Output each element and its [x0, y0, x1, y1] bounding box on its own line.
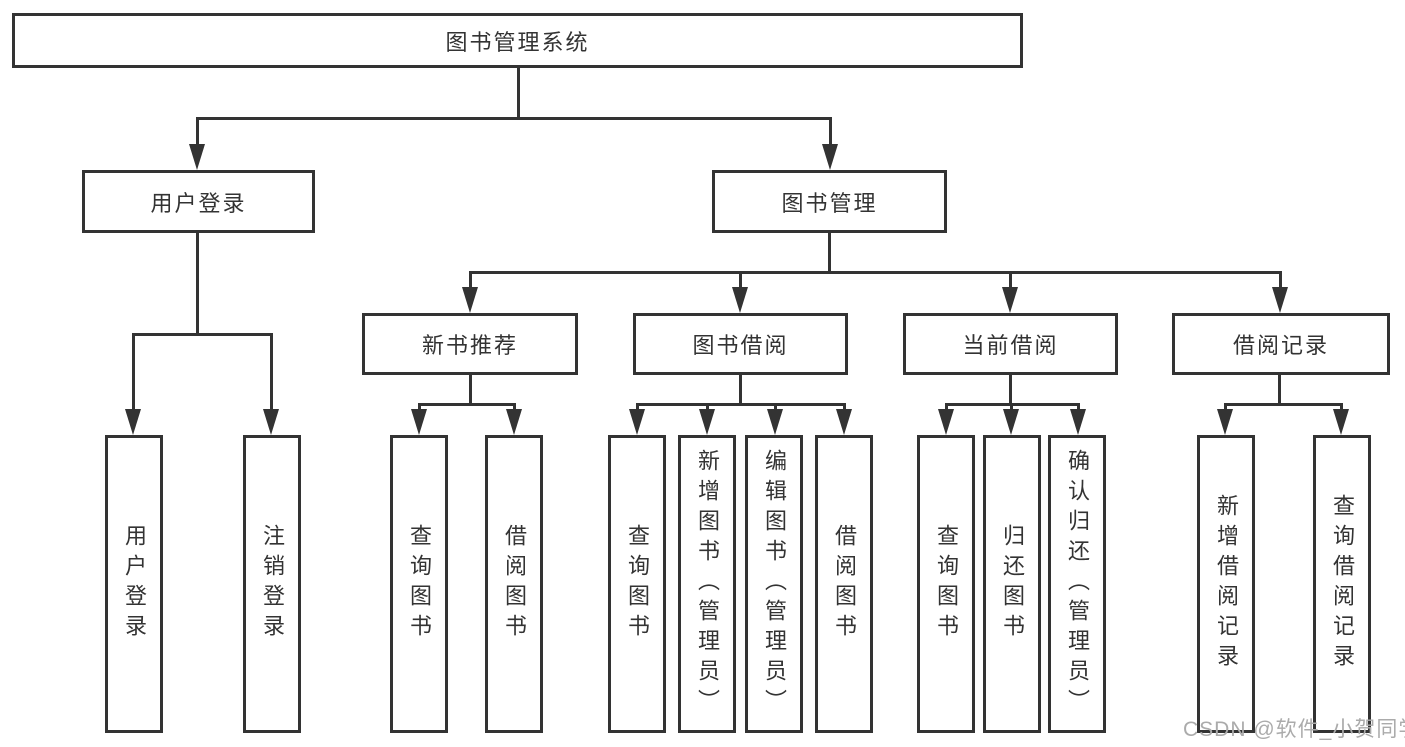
node-current-borrowing: 当前借阅: [903, 313, 1118, 375]
leaf-label: 新增借阅记录: [1214, 494, 1239, 674]
leaf-logout: 注销登录: [243, 435, 301, 733]
arrow-down: [732, 287, 748, 313]
leaf-query-books-current: 查询图书: [917, 435, 975, 733]
arrow-down: [462, 287, 478, 313]
connector-line: [636, 403, 639, 411]
node-new-book-recommendation: 新书推荐: [362, 313, 578, 375]
connector-line: [196, 233, 199, 336]
leaf-edit-book-admin: 编辑图书（管理员）: [745, 435, 803, 733]
node-library-management-system: 图书管理系统: [12, 13, 1023, 68]
leaf-query-books-borrowing: 查询图书: [608, 435, 666, 733]
connector-line: [513, 403, 516, 411]
arrow-down: [699, 409, 715, 435]
node-label: 用户登录: [150, 190, 247, 216]
leaf-label: 借阅图书: [832, 524, 857, 644]
connector-line: [132, 333, 135, 410]
connector-line: [1009, 375, 1012, 405]
connector-line: [1279, 271, 1282, 289]
leaf-label: 查询图书: [407, 524, 432, 644]
leaf-return-books: 归还图书: [983, 435, 1041, 733]
node-borrowing-records: 借阅记录: [1172, 313, 1390, 375]
connector-line: [843, 403, 846, 411]
connector-line: [706, 403, 709, 411]
connector-line: [418, 403, 516, 406]
leaf-borrow-books-borrowing: 借阅图书: [815, 435, 873, 733]
arrow-down: [1272, 287, 1288, 313]
arrow-down: [1333, 409, 1349, 435]
leaf-label: 借阅图书: [502, 524, 527, 644]
leaf-borrow-books-recommend: 借阅图书: [485, 435, 543, 733]
leaf-query-borrow-record: 查询借阅记录: [1313, 435, 1371, 733]
leaf-label: 编辑图书（管理员）: [762, 449, 787, 719]
connector-line: [270, 333, 273, 410]
connector-line: [418, 403, 421, 411]
arrow-down: [836, 409, 852, 435]
node-label: 当前借阅: [962, 333, 1059, 358]
node-label: 图书借阅: [692, 333, 789, 358]
connector-line: [828, 233, 831, 273]
connector-line: [774, 403, 777, 411]
leaf-user-login: 用户登录: [105, 435, 163, 733]
leaf-label: 归还图书: [1000, 524, 1025, 644]
connector-line: [739, 375, 742, 405]
arrow-down: [1002, 287, 1018, 313]
leaf-label: 新增图书（管理员）: [695, 449, 720, 719]
leaf-label: 确认归还（管理员）: [1065, 449, 1090, 719]
arrow-down: [506, 409, 522, 435]
arrow-down: [411, 409, 427, 435]
connector-line: [829, 117, 832, 147]
connector-line: [945, 403, 948, 411]
connector-line: [132, 333, 273, 336]
connector-line: [1278, 375, 1281, 405]
node-book-management: 图书管理: [712, 170, 947, 233]
connector-line: [196, 117, 832, 120]
connector-line: [636, 403, 846, 406]
connector-line: [739, 271, 742, 289]
connector-line: [1009, 271, 1012, 289]
connector-line: [469, 271, 472, 289]
leaf-add-book-admin: 新增图书（管理员）: [678, 435, 736, 733]
connector-line: [196, 117, 199, 147]
connector-line: [469, 271, 1282, 274]
arrow-down: [629, 409, 645, 435]
leaf-label: 查询图书: [625, 524, 650, 644]
connector-line: [1224, 403, 1343, 406]
leaf-label: 注销登录: [260, 524, 285, 644]
node-label: 借阅记录: [1232, 333, 1329, 358]
arrow-down: [822, 144, 838, 170]
connector-line: [517, 68, 520, 118]
connector-line: [1224, 403, 1227, 411]
node-label: 图书管理系统: [445, 29, 590, 55]
leaf-add-borrow-record: 新增借阅记录: [1197, 435, 1255, 733]
arrow-down: [938, 409, 954, 435]
connector-line: [1010, 403, 1013, 411]
node-book-borrowing: 图书借阅: [633, 313, 848, 375]
node-label: 图书管理: [781, 190, 878, 216]
leaf-confirm-return-admin: 确认归还（管理员）: [1048, 435, 1106, 733]
arrow-down: [767, 409, 783, 435]
arrow-down: [189, 144, 205, 170]
arrow-down: [1070, 409, 1086, 435]
connector-line: [1340, 403, 1343, 411]
node-user-login: 用户登录: [82, 170, 315, 233]
arrow-down: [125, 409, 141, 435]
arrow-down: [1217, 409, 1233, 435]
node-label: 新书推荐: [421, 333, 518, 358]
leaf-label: 用户登录: [122, 524, 147, 644]
connector-line: [469, 375, 472, 405]
leaf-label: 查询图书: [934, 524, 959, 644]
connector-line: [1077, 403, 1080, 411]
csdn-watermark: CSDN @软件_小贺同学: [1183, 718, 1405, 741]
leaf-query-books-recommend: 查询图书: [390, 435, 448, 733]
leaf-label: 查询借阅记录: [1330, 494, 1355, 674]
arrow-down: [1003, 409, 1019, 435]
arrow-down: [263, 409, 279, 435]
